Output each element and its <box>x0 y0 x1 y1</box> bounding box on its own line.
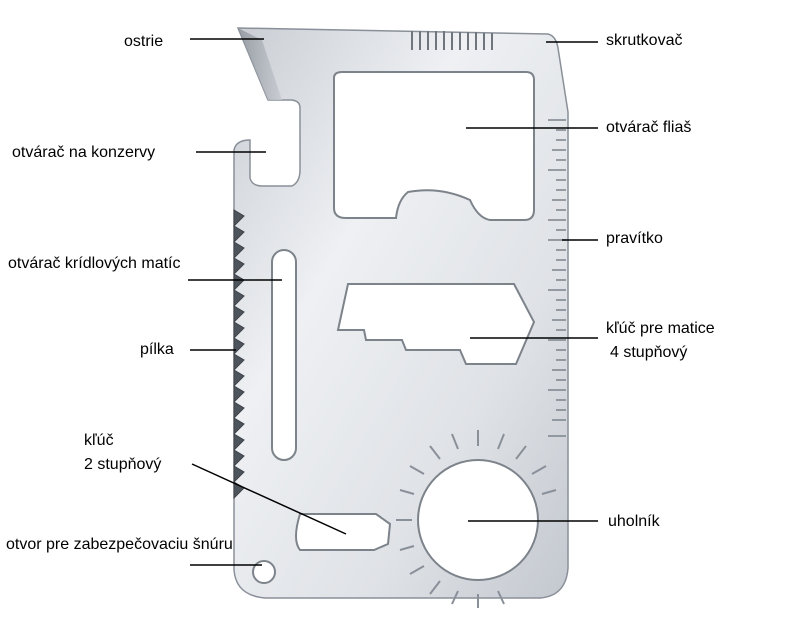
wrench-4-step-cutout <box>336 283 536 365</box>
wing-nut-slot <box>271 249 297 461</box>
label-otvarac-konzervy: otvárač na konzervy <box>12 144 156 161</box>
lanyard-hole <box>252 560 276 584</box>
label-kluc-matice-line1: kľúč pre matice <box>606 320 715 337</box>
label-uholnik: uholník <box>608 513 660 530</box>
label-kluc-2-line1: kľúč <box>84 432 114 449</box>
ruler-ticks <box>548 119 566 437</box>
label-skrutkovac: skrutkovač <box>606 32 683 49</box>
serration-strip <box>411 31 493 50</box>
label-ostrie: ostrie <box>124 33 164 50</box>
label-otvarac-kridlovych: otvárač krídlových matíc <box>8 255 181 272</box>
label-kluc-matice-line2: 4 stupňový <box>610 344 688 361</box>
label-pilka: pílka <box>140 341 174 358</box>
protractor-circle <box>417 459 539 581</box>
bottle-opener-cutout <box>333 71 535 221</box>
label-otvor: otvor pre zabezpečovaciu šnúru <box>6 536 233 553</box>
label-otvarac-flias: otvárač fliaš <box>606 119 692 136</box>
leader-lines <box>188 38 598 566</box>
label-pravitko: pravítko <box>606 230 663 247</box>
label-kluc-2-line2: 2 stupňový <box>84 456 162 473</box>
blade-edge <box>238 28 282 100</box>
protractor-ticks <box>396 430 557 608</box>
saw-teeth <box>233 209 245 500</box>
leader-kluc-2 <box>191 463 347 535</box>
